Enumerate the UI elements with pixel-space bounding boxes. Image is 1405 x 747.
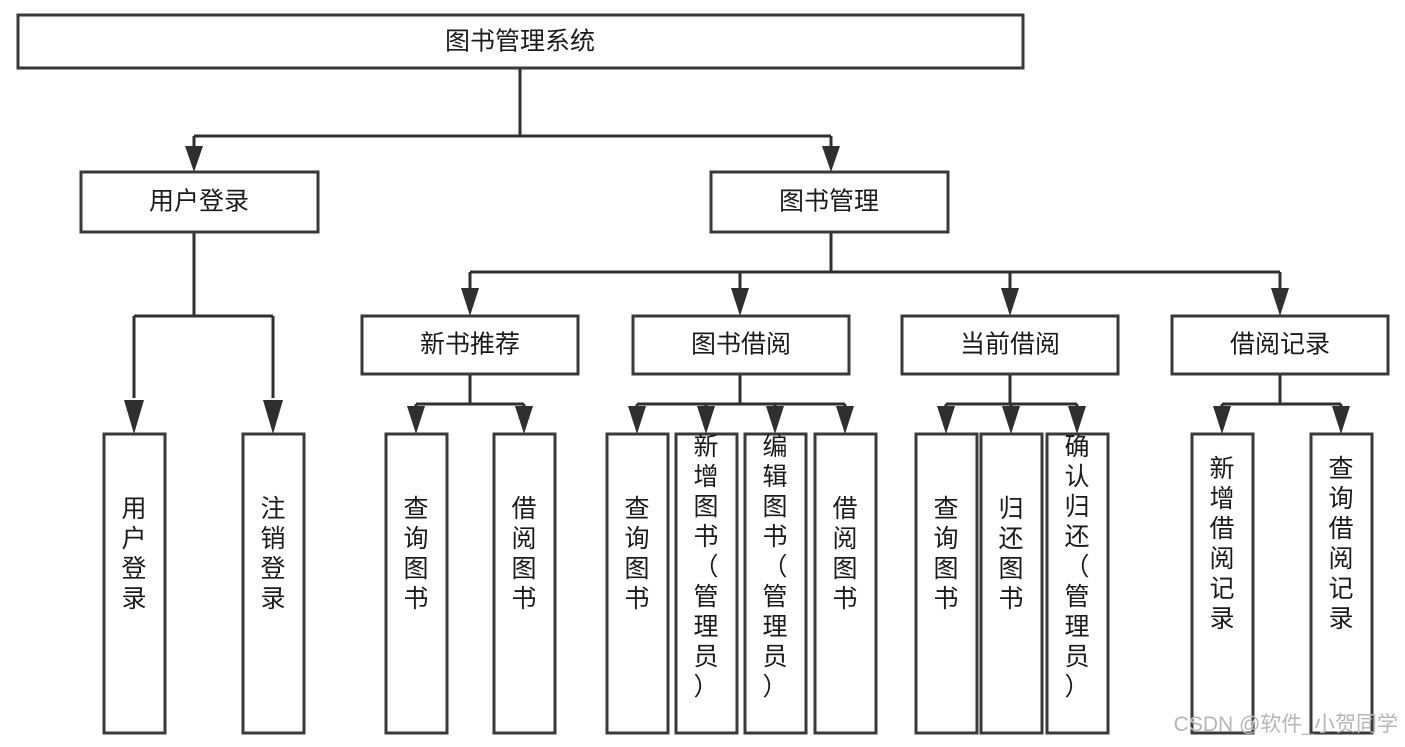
arrow-bookborrow-leaf1-icon (628, 406, 646, 434)
node-borrow-record[interactable]: 借阅记录 (1170, 314, 1390, 376)
arrow-newbook-leaf1-icon (407, 406, 425, 434)
arrow-bookmanage-c2-icon (731, 288, 749, 316)
node-leaf-borrow-book-1[interactable]: 借阅图书 (492, 432, 557, 735)
node-leaf-query-book-3-box[interactable] (914, 432, 979, 735)
node-leaf-query-book-2-label: 查询图书 (624, 495, 649, 613)
node-leaf-return-book-label: 归还图书 (998, 495, 1023, 613)
node-book-manage-box[interactable] (709, 170, 950, 234)
node-leaf-user-login-label: 用户登录 (121, 495, 146, 613)
node-leaf-query-book-1-label: 查询图书 (403, 495, 428, 613)
arrow-root-user-login-icon (185, 146, 203, 172)
node-borrow-record-box[interactable] (1170, 314, 1390, 376)
node-user-login[interactable]: 用户登录 (79, 170, 320, 234)
node-new-book-rec-label: 新书推荐 (420, 331, 520, 359)
node-leaf-return-book-box[interactable] (979, 432, 1044, 735)
node-leaf-add-record-box[interactable] (1190, 432, 1255, 735)
arrow-userlogin-leaf1-icon (124, 400, 144, 434)
node-leaf-add-book-box[interactable] (674, 432, 739, 735)
node-leaf-query-book-2[interactable]: 查询图书 (605, 432, 670, 735)
watermark-label: CSDN @软件_小贺同学 (1174, 713, 1398, 736)
arrow-bookborrow-leaf3-icon (766, 406, 784, 434)
node-leaf-add-record[interactable]: 新增借阅记录 (1190, 432, 1255, 735)
node-leaf-add-book[interactable]: 新增图书（管理员） (674, 432, 739, 735)
arrow-userlogin-leaf2-icon (263, 400, 283, 434)
node-leaf-edit-book-box[interactable] (743, 432, 808, 735)
node-user-login-label: 用户登录 (149, 188, 249, 216)
node-leaf-logout[interactable]: 注销登录 (241, 432, 306, 735)
arrow-bookmanage-c3-icon (1001, 288, 1019, 316)
node-leaf-confirm-return-box[interactable] (1045, 432, 1110, 735)
arrow-currentborrow-leaf3-icon (1068, 406, 1086, 434)
node-leaf-borrow-book-1-box[interactable] (492, 432, 557, 735)
node-leaf-query-book-1[interactable]: 查询图书 (384, 432, 449, 735)
node-leaf-user-login-box[interactable] (102, 432, 167, 735)
arrow-currentborrow-leaf2-icon (1002, 406, 1020, 434)
node-new-book-rec[interactable]: 新书推荐 (360, 314, 580, 376)
node-leaf-query-record-label: 查询借阅记录 (1328, 455, 1353, 633)
node-leaf-borrow-book-2-label: 借阅图书 (832, 495, 857, 613)
node-root-box[interactable] (16, 13, 1025, 70)
connector-layer (124, 68, 1350, 434)
node-leaf-query-book-3[interactable]: 查询图书 (914, 432, 979, 735)
arrow-bookborrow-leaf2-icon (697, 406, 715, 434)
node-leaf-edit-book[interactable]: 编辑图书（管理员） (743, 432, 808, 735)
arrow-root-book-manage-icon (822, 146, 840, 172)
node-leaf-query-book-3-label: 查询图书 (933, 495, 958, 613)
node-book-borrow-label: 图书借阅 (691, 331, 791, 359)
node-leaf-confirm-return[interactable]: 确认归还（管理员） (1045, 432, 1110, 735)
node-leaf-borrow-book-1-label: 借阅图书 (511, 495, 536, 613)
node-leaf-confirm-return-label: 确认归还（管理员） (1064, 433, 1089, 701)
node-book-borrow[interactable]: 图书借阅 (631, 314, 851, 376)
node-current-borrow-label: 当前借阅 (960, 331, 1060, 359)
node-leaf-edit-book-label: 编辑图书（管理员） (762, 433, 787, 701)
node-user-login-box[interactable] (79, 170, 320, 234)
node-leaf-user-login[interactable]: 用户登录 (102, 432, 167, 735)
node-current-borrow-box[interactable] (900, 314, 1120, 376)
node-leaf-borrow-book-2-box[interactable] (813, 432, 878, 735)
node-new-book-rec-box[interactable] (360, 314, 580, 376)
arrow-bookmanage-c4-icon (1271, 288, 1289, 316)
node-leaf-query-book-2-box[interactable] (605, 432, 670, 735)
node-leaf-logout-label: 注销登录 (260, 495, 285, 613)
node-book-manage[interactable]: 图书管理 (709, 170, 950, 234)
node-book-borrow-box[interactable] (631, 314, 851, 376)
node-leaf-logout-box[interactable] (241, 432, 306, 735)
arrow-bookborrow-leaf4-icon (836, 406, 854, 434)
node-layer: 图书管理系统 用户登录 图书管理 新书推荐 图书借阅 当前 (16, 13, 1390, 735)
node-leaf-add-book-label: 新增图书（管理员） (693, 433, 718, 701)
arrow-borrowrecord-leaf1-icon (1213, 406, 1231, 434)
arrow-borrowrecord-leaf2-icon (1332, 406, 1350, 434)
arrow-bookmanage-c1-icon (461, 288, 479, 316)
node-borrow-record-label: 借阅记录 (1230, 331, 1330, 359)
node-leaf-add-record-label: 新增借阅记录 (1209, 455, 1234, 633)
node-leaf-query-book-1-box[interactable] (384, 432, 449, 735)
node-leaf-query-record-box[interactable] (1309, 432, 1374, 735)
node-leaf-borrow-book-2[interactable]: 借阅图书 (813, 432, 878, 735)
node-leaf-query-record[interactable]: 查询借阅记录 (1309, 432, 1374, 735)
arrow-currentborrow-leaf1-icon (937, 406, 955, 434)
node-leaf-return-book[interactable]: 归还图书 (979, 432, 1044, 735)
node-root-label: 图书管理系统 (445, 28, 595, 56)
node-root[interactable]: 图书管理系统 (16, 13, 1025, 70)
node-book-manage-label: 图书管理 (779, 188, 879, 216)
node-current-borrow[interactable]: 当前借阅 (900, 314, 1120, 376)
arrow-newbook-leaf2-icon (515, 406, 533, 434)
